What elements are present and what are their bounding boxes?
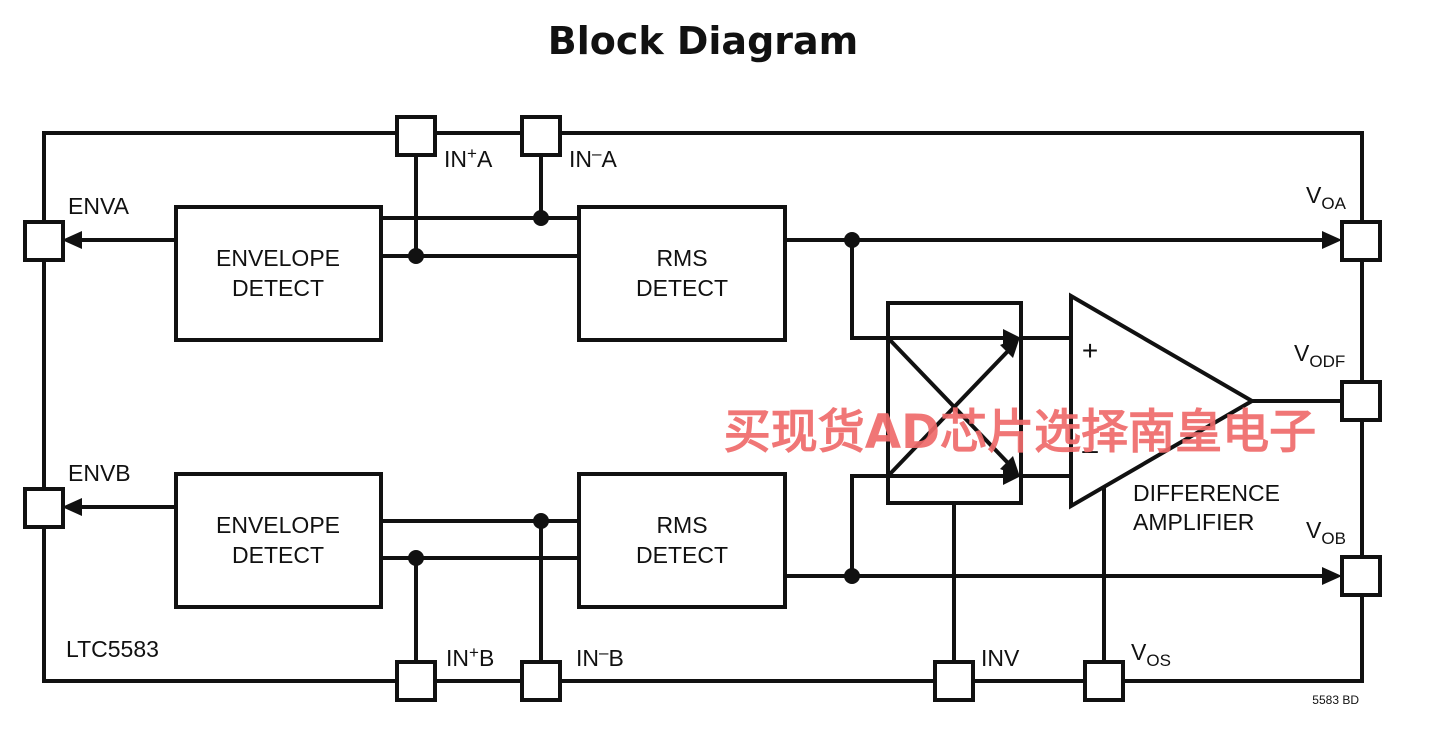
pin-in-minus-a bbox=[520, 115, 562, 157]
part-number: LTC5583 bbox=[66, 636, 159, 662]
rms-detect-b-line1: RMS bbox=[656, 512, 707, 538]
junction-rms-a bbox=[844, 232, 860, 248]
pin-in-plus-b bbox=[395, 660, 437, 702]
arrow-switch-cross-up bbox=[1000, 337, 1020, 358]
arrow-enva bbox=[62, 231, 82, 249]
rms-detect-b: RMS DETECT bbox=[577, 472, 787, 609]
arrow-voa bbox=[1322, 231, 1342, 249]
amplifier-label-line2: AMPLIFIER bbox=[1133, 509, 1254, 535]
envelope-detect-a: ENVELOPE DETECT bbox=[174, 205, 383, 342]
difference-amplifier: + – DIFFERENCE AMPLIFIER bbox=[1069, 292, 1280, 535]
envelope-detect-b: ENVELOPE DETECT bbox=[174, 472, 383, 609]
label-vos: VOS bbox=[1131, 639, 1171, 670]
label-in-plus-b: IN+B bbox=[446, 643, 494, 671]
envelope-detect-a-line1: ENVELOPE bbox=[216, 245, 340, 271]
junction-rms-b bbox=[844, 568, 860, 584]
watermark-text: 买现货AD芯片选择南皇电子 bbox=[724, 405, 1316, 460]
junction-in-plus-a bbox=[408, 248, 424, 264]
crossover-switch bbox=[886, 301, 1023, 505]
rms-detect-a-line1: RMS bbox=[656, 245, 707, 271]
pin-enva bbox=[23, 220, 65, 262]
junction-in-minus-b bbox=[533, 513, 549, 529]
figure-code: 5583 BD bbox=[1312, 693, 1359, 707]
pin-vob bbox=[1340, 555, 1382, 597]
label-voa: VOA bbox=[1306, 182, 1347, 213]
envelope-detect-a-line2: DETECT bbox=[232, 275, 324, 301]
label-inv: INV bbox=[981, 645, 1020, 671]
amplifier-label-line1: DIFFERENCE bbox=[1133, 480, 1280, 506]
rms-detect-b-box bbox=[577, 472, 787, 609]
envelope-detect-b-box bbox=[174, 472, 383, 609]
pin-inv bbox=[933, 660, 975, 702]
envelope-detect-b-line2: DETECT bbox=[232, 542, 324, 568]
wire-rms-b-to-switch bbox=[850, 474, 888, 576]
rms-detect-a-line2: DETECT bbox=[636, 275, 728, 301]
label-vodf: VODF bbox=[1294, 340, 1345, 371]
label-in-minus-b: IN–B bbox=[576, 643, 624, 671]
pin-in-minus-b bbox=[520, 660, 562, 702]
pin-vodf bbox=[1340, 380, 1382, 422]
pin-vos bbox=[1083, 660, 1125, 702]
label-envb: ENVB bbox=[68, 460, 131, 486]
label-vob: VOB bbox=[1306, 517, 1346, 548]
envelope-detect-b-line1: ENVELOPE bbox=[216, 512, 340, 538]
pin-in-plus-a bbox=[395, 115, 437, 157]
switch-cross-down bbox=[886, 336, 1010, 465]
switch-cross-up bbox=[886, 349, 1010, 478]
diagram-title: Block Diagram bbox=[548, 19, 859, 63]
arrow-envb bbox=[62, 498, 82, 516]
pin-envb bbox=[23, 487, 65, 529]
wire-rms-a-to-switch bbox=[850, 240, 888, 340]
rms-detect-a-box bbox=[577, 205, 787, 342]
pins bbox=[23, 115, 1382, 702]
arrow-vob bbox=[1322, 567, 1342, 585]
junction-in-plus-b bbox=[408, 550, 424, 566]
amplifier-minus-sign: – bbox=[1082, 434, 1098, 465]
junctions bbox=[408, 210, 860, 584]
rms-detect-b-line2: DETECT bbox=[636, 542, 728, 568]
label-in-minus-a: IN–A bbox=[569, 144, 617, 172]
pin-voa bbox=[1340, 220, 1382, 262]
label-enva: ENVA bbox=[68, 193, 130, 219]
label-in-plus-a: IN+A bbox=[444, 144, 493, 172]
rms-detect-a: RMS DETECT bbox=[577, 205, 787, 342]
junction-in-minus-a bbox=[533, 210, 549, 226]
amplifier-plus-sign: + bbox=[1082, 335, 1098, 366]
arrowheads bbox=[62, 231, 1342, 585]
arrow-switch-cross-down bbox=[1000, 456, 1020, 477]
amplifier-triangle bbox=[1069, 292, 1256, 510]
envelope-detect-a-box bbox=[174, 205, 383, 342]
